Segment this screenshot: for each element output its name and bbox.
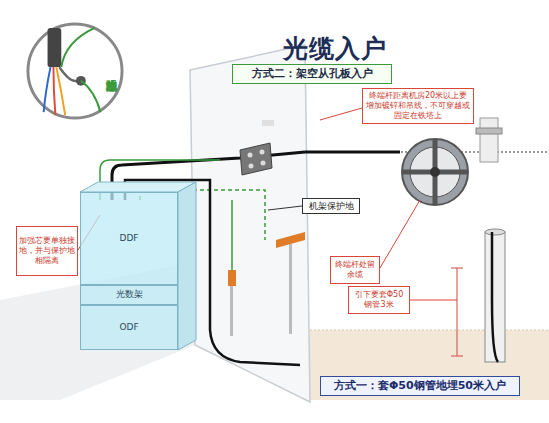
- pole: [476, 118, 502, 162]
- node-text: 光数架: [116, 289, 143, 300]
- ground-bars: [228, 232, 305, 336]
- pipe-body: [485, 232, 505, 362]
- note-box: 加强芯要单独接地，并与保护地相隔离: [16, 226, 78, 276]
- node-text: 引下要套Φ50钢管3米: [351, 290, 407, 310]
- node-text: 终端杆处留余缆: [333, 260, 377, 280]
- plate: [240, 143, 272, 175]
- node-text: 终端杆距离机房20米以上要增加镀锌和吊线，不可穿越或固定在铁塔上: [365, 91, 471, 121]
- pipe-top: [485, 229, 505, 235]
- rack-unit: DDF: [80, 192, 178, 285]
- note-box: 引下要套Φ50钢管3米: [348, 286, 410, 314]
- detail-circle: 加强芯接地: [26, 22, 124, 120]
- reel-outer: [402, 139, 468, 205]
- diagram-title: 光缆入户: [240, 32, 430, 65]
- leader-line: [320, 108, 362, 120]
- node-text: 方式一：套Φ50钢管地埋50米入户: [334, 379, 506, 393]
- ground-rod: [230, 286, 233, 336]
- circle-border: [28, 24, 122, 118]
- note-box: 终端杆距离机房20米以上要增加镀锌和吊线，不可穿越或固定在铁塔上: [362, 88, 474, 124]
- node-text: DDF: [119, 233, 138, 244]
- cable: [492, 232, 498, 362]
- cable: [305, 151, 400, 154]
- plate-hole: [260, 150, 265, 155]
- method-box: 方式一：套Φ50钢管地埋50米入户: [320, 376, 520, 396]
- rack-unit: ODF: [80, 305, 178, 350]
- reel-hub: [430, 167, 440, 177]
- node-text: 机架保护地: [309, 201, 354, 212]
- pole-body: [480, 118, 498, 162]
- rack-frame: [80, 182, 196, 350]
- dimension-tick: [451, 356, 463, 357]
- circle-outline: [26, 22, 124, 120]
- dimension-line: [457, 268, 458, 356]
- leader-line: [380, 200, 420, 268]
- note-box: 终端杆处留余缆: [330, 256, 380, 284]
- plate-hole: [261, 161, 266, 166]
- leader-line: [268, 206, 302, 210]
- fiber: [44, 67, 51, 112]
- wall: [190, 45, 310, 402]
- plate-hole: [248, 153, 253, 158]
- ground: [310, 330, 549, 400]
- method-box: 方式二：架空从孔板入户: [232, 64, 392, 84]
- rack-top: [80, 182, 196, 192]
- ground-wire: [61, 28, 94, 67]
- leader-lines: [78, 108, 457, 300]
- rack-unit: 光数架: [80, 285, 178, 305]
- cable-reel: [402, 139, 468, 205]
- fiber: [53, 67, 55, 115]
- leader-line: [410, 300, 457, 301]
- plate-hole: [249, 164, 254, 169]
- label-box: 机架保护地: [302, 198, 360, 214]
- node-text: ODF: [119, 322, 138, 333]
- ground-wire: [81, 81, 101, 112]
- ground-edge: [310, 330, 549, 331]
- hole-plate: [240, 143, 272, 175]
- ground-rod: [289, 244, 292, 334]
- node-text: 方式二：架空从孔板入户: [252, 67, 373, 81]
- wall-mark: [262, 120, 274, 126]
- cable-sheath: [48, 28, 62, 67]
- pole-clamp: [476, 128, 502, 134]
- ground-bar: [228, 270, 236, 286]
- steel-pipe: [451, 229, 505, 362]
- strength-core: [59, 67, 77, 81]
- dimension-tick: [451, 268, 463, 269]
- rack-side: [178, 182, 196, 350]
- node-text: 加强芯要单独接地，并与保护地相隔离: [19, 236, 75, 266]
